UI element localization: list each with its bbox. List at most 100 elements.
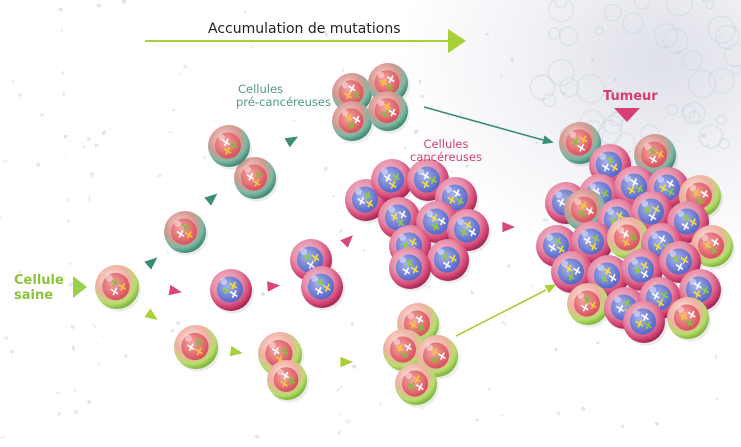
- background-tissue: [715, 24, 740, 50]
- background-speck: [172, 108, 176, 112]
- healthy-to-tumor-head: [544, 284, 557, 294]
- background-speck: [507, 264, 511, 268]
- cells-layer: [95, 63, 735, 408]
- cell-chromosome: [641, 313, 649, 321]
- cell-chromosome: [430, 356, 439, 364]
- background-tissue: [548, 0, 574, 23]
- healthy-cell-label-line2: saine: [14, 287, 54, 303]
- background-speck: [465, 163, 469, 168]
- cell-chromosome: [229, 290, 238, 298]
- accumulation-label: Accumulation de mutations: [208, 21, 401, 37]
- cell-cancer: [427, 239, 471, 284]
- background-tissue: [708, 67, 735, 94]
- cell-chromosome: [622, 238, 630, 247]
- cell-highlight: [649, 286, 657, 293]
- cell-chromosome: [622, 299, 631, 308]
- cell-highlight: [244, 166, 252, 173]
- cell-chromosome: [407, 381, 416, 390]
- cell-chromosome: [601, 163, 610, 172]
- cell-nucleus: [542, 232, 569, 259]
- cell-chromosome: [548, 243, 557, 252]
- cell-chromosome: [110, 287, 119, 296]
- cell-chromosome: [275, 355, 284, 363]
- cell-chromosome: [675, 263, 684, 271]
- cell-chromosome: [352, 115, 361, 124]
- background-speck: [620, 424, 625, 428]
- background-speck: [40, 113, 45, 117]
- background-speck: [336, 388, 341, 392]
- arrow-middle-3: [340, 235, 353, 248]
- cell-chromosome: [311, 253, 320, 262]
- cell-chromosome: [316, 278, 325, 287]
- cell-chromosome: [640, 261, 649, 270]
- arrow-middle-2: [267, 281, 280, 292]
- background-speck: [655, 421, 660, 426]
- background-speck: [73, 389, 77, 393]
- cell-cancer: [623, 301, 667, 346]
- cell-chromosome: [429, 176, 437, 184]
- cell-chromosome: [554, 237, 562, 245]
- background-speck: [554, 347, 558, 352]
- background-tissue: [688, 110, 701, 123]
- background-speck: [339, 412, 342, 418]
- background-tissue: [687, 69, 717, 99]
- background-speck: [11, 79, 16, 84]
- background-speck: [596, 341, 600, 345]
- cell-chromosome: [577, 209, 586, 218]
- cell-chromosome: [347, 121, 355, 130]
- cell-chromosome: [710, 246, 718, 255]
- cell-chromosome: [681, 222, 690, 230]
- cell-cancer: [371, 159, 415, 204]
- background-speck: [68, 261, 72, 266]
- background-speck: [510, 56, 514, 63]
- cell-chromosome: [572, 266, 581, 275]
- cell-highlight: [701, 234, 709, 241]
- cell-chromosome: [692, 189, 700, 197]
- cell-highlight: [341, 81, 349, 89]
- cell-highlight: [607, 208, 615, 215]
- background-speck: [460, 111, 463, 116]
- arrows-layer: [73, 29, 640, 368]
- cell-chromosome: [431, 222, 439, 231]
- cell-nucleus: [413, 166, 440, 193]
- cell-chromosome: [438, 352, 446, 360]
- background-speck: [101, 130, 107, 135]
- cell-highlight: [341, 109, 349, 117]
- background-speck: [73, 409, 79, 415]
- cell-chromosome: [421, 180, 430, 189]
- background-speck: [338, 228, 344, 234]
- cell-cancer: [621, 249, 665, 294]
- cell-highlight: [574, 198, 582, 205]
- precancer-to-tumor-line: [423, 106, 544, 141]
- background-tissue: [594, 26, 604, 36]
- background-tissue: [698, 124, 724, 149]
- background-speck: [487, 386, 491, 391]
- cell-chromosome: [610, 163, 619, 172]
- cell-highlight: [220, 278, 228, 285]
- cell-chromosome: [447, 196, 456, 204]
- cell-chromosome: [386, 75, 395, 83]
- cell-chromosome: [222, 286, 230, 295]
- cell-chromosome: [468, 228, 477, 237]
- precancer-label: Cellules pré-cancéreuses: [236, 82, 331, 109]
- cell-precancer: [559, 122, 603, 167]
- background-speck: [324, 30, 329, 37]
- cell-nucleus: [102, 272, 130, 301]
- healthy-to-tumor-line: [455, 289, 547, 337]
- cell-cancer: [551, 251, 595, 296]
- cell-highlight: [393, 338, 401, 345]
- cell-highlight: [457, 218, 465, 225]
- cell-highlight: [218, 134, 226, 141]
- background-tissue: [705, 0, 715, 10]
- cell-chromosome: [701, 286, 709, 295]
- cell-chromosome: [344, 114, 353, 122]
- background-speck: [254, 101, 258, 107]
- cell-highlight: [577, 292, 585, 299]
- cell-healthy: [567, 283, 611, 328]
- cell-chromosome: [252, 178, 261, 187]
- cell-chromosome: [566, 272, 575, 281]
- cell-highlight: [399, 234, 407, 241]
- background-speck: [362, 249, 365, 252]
- background-speck: [170, 329, 175, 333]
